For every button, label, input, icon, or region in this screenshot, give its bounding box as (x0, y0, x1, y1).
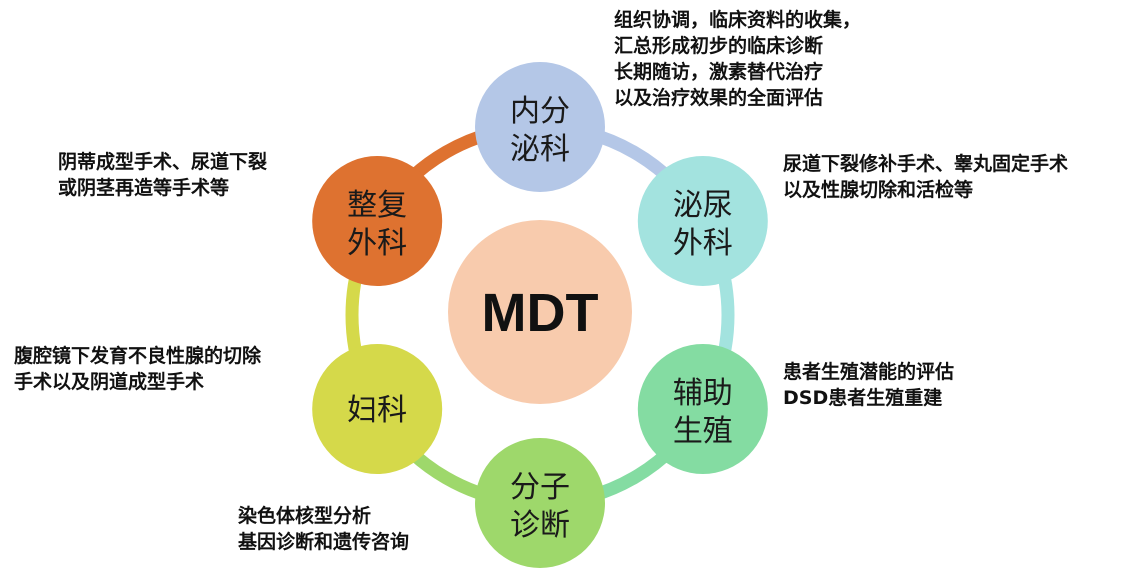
node-circle (637, 156, 768, 286)
desc-molecular-diagnosis: 染色体核型分析 基因诊断和遗传咨询 (237, 504, 409, 553)
desc-plastic-surgery: 阴蒂成型手术、尿道下裂 或阴茎再造等手术等 (58, 150, 267, 199)
node-circle (312, 344, 443, 474)
node-label: 整复 (347, 188, 407, 223)
desc-line: 腹腔镜下发育不良性腺的切除 (13, 344, 262, 367)
node-label: 生殖 (673, 414, 733, 449)
desc-line: DSD患者生殖重建 (783, 386, 942, 409)
node-label: 分子 (510, 470, 570, 505)
desc-line: 或阴茎再造等手术等 (58, 176, 229, 199)
node-circle (475, 62, 605, 192)
node-label: 外科 (347, 226, 407, 261)
desc-line: 染色体核型分析 (238, 504, 371, 527)
node-label: 泌科 (510, 132, 570, 167)
node-label: 泌尿 (673, 188, 733, 223)
mdt-center-circle (448, 220, 632, 404)
desc-urology: 尿道下裂修补手术、睾丸固定手术 以及性腺切除和活检等 (783, 152, 1068, 201)
desc-line: 以及性腺切除和活检等 (783, 178, 973, 201)
desc-line: 长期随访，激素替代治疗 (614, 60, 823, 83)
desc-line: 患者生殖潜能的评估 (783, 360, 954, 383)
desc-gynecology: 腹腔镜下发育不良性腺的切除 手术以及阴道成型手术 (13, 344, 262, 393)
node-label: 内分 (510, 94, 570, 129)
desc-line: 汇总形成初步的临床诊断 (614, 34, 823, 57)
mdt-center-label: MDT (482, 283, 599, 343)
node-gynecology: 妇科 (312, 344, 443, 474)
node-circle (475, 438, 605, 568)
desc-line: 阴蒂成型手术、尿道下裂 (58, 150, 267, 173)
desc-line: 基因诊断和遗传咨询 (237, 530, 409, 553)
node-label: 辅助 (673, 376, 733, 411)
desc-endocrinology: 组织协调，临床资料的收集， 汇总形成初步的临床诊断 长期随访，激素替代治疗 以及… (614, 8, 861, 109)
desc-line: 手术以及阴道成型手术 (14, 370, 204, 393)
node-label: 妇科 (347, 393, 407, 428)
desc-reproduction: 患者生殖潜能的评估 DSD患者生殖重建 (783, 360, 954, 409)
node-circle (312, 156, 443, 286)
desc-line: 尿道下裂修补手术、睾丸固定手术 (783, 152, 1068, 175)
desc-line: 组织协调，临床资料的收集， (614, 8, 861, 31)
node-circle (637, 344, 768, 474)
desc-line: 以及治疗效果的全面评估 (614, 86, 823, 109)
node-label: 诊断 (510, 508, 570, 543)
node-label: 外科 (673, 226, 733, 261)
